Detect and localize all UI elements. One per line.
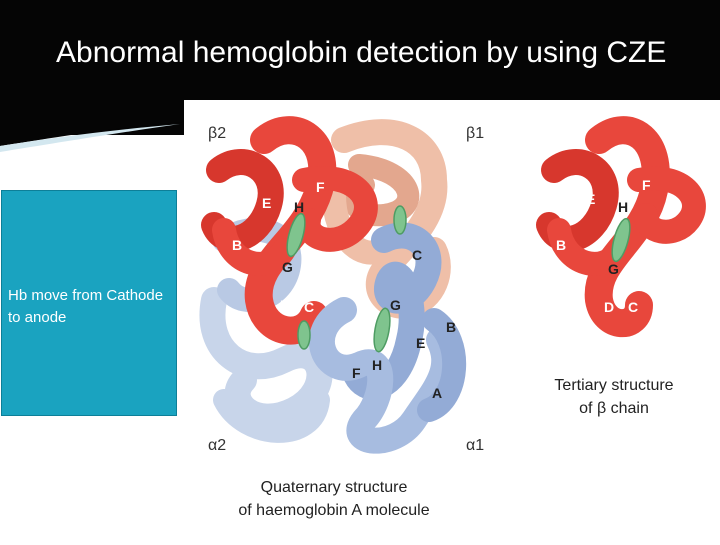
hemoglobin-structure-illustration: β2 β1 α2 α1 A B E F H G D C G H C E B F … <box>184 100 720 540</box>
note-text: Hb move from Cathode to anode <box>8 285 173 329</box>
helix-label: H <box>372 357 382 373</box>
helix-label: E <box>416 335 425 351</box>
helix-label: E <box>262 195 271 211</box>
helix-label: D <box>604 299 614 315</box>
label-beta2: β2 <box>208 125 226 142</box>
tertiary-caption-line1: Tertiary structure <box>554 377 673 394</box>
helix-label: F <box>352 365 361 381</box>
quaternary-caption-line1: Quaternary structure <box>261 479 408 496</box>
slide-title: Abnormal hemoglobin detection by using C… <box>56 34 676 71</box>
hemoglobin-figure: β2 β1 α2 α1 A B E F H G D C G H C E B F … <box>184 100 720 540</box>
helix-label: F <box>642 177 651 193</box>
helix-label: A <box>556 179 566 195</box>
helix-label: F <box>316 179 325 195</box>
helix-label: H <box>618 199 628 215</box>
helix-label: H <box>294 199 304 215</box>
helix-label: C <box>412 247 422 263</box>
helix-label: G <box>608 261 619 277</box>
helix-label: D <box>280 297 290 313</box>
helix-label: G <box>390 297 401 313</box>
helix-label: B <box>556 237 566 253</box>
helix-label: B <box>446 319 456 335</box>
tertiary-beta-chain <box>549 130 694 323</box>
helix-label: E <box>586 191 595 207</box>
quaternary-caption-line2: of haemoglobin A molecule <box>238 502 429 519</box>
note-box: Hb move from Cathode to anode <box>1 190 177 416</box>
label-beta1: β1 <box>466 125 484 142</box>
helix-label: A <box>232 179 242 195</box>
helix-label: C <box>304 299 314 315</box>
label-alpha1: α1 <box>466 437 484 454</box>
helix-label: G <box>282 259 293 275</box>
helix-label: B <box>232 237 242 253</box>
tertiary-caption-line2: of β chain <box>579 400 649 417</box>
label-alpha2: α2 <box>208 437 226 454</box>
helix-label: A <box>432 385 442 401</box>
helix-label: C <box>628 299 638 315</box>
